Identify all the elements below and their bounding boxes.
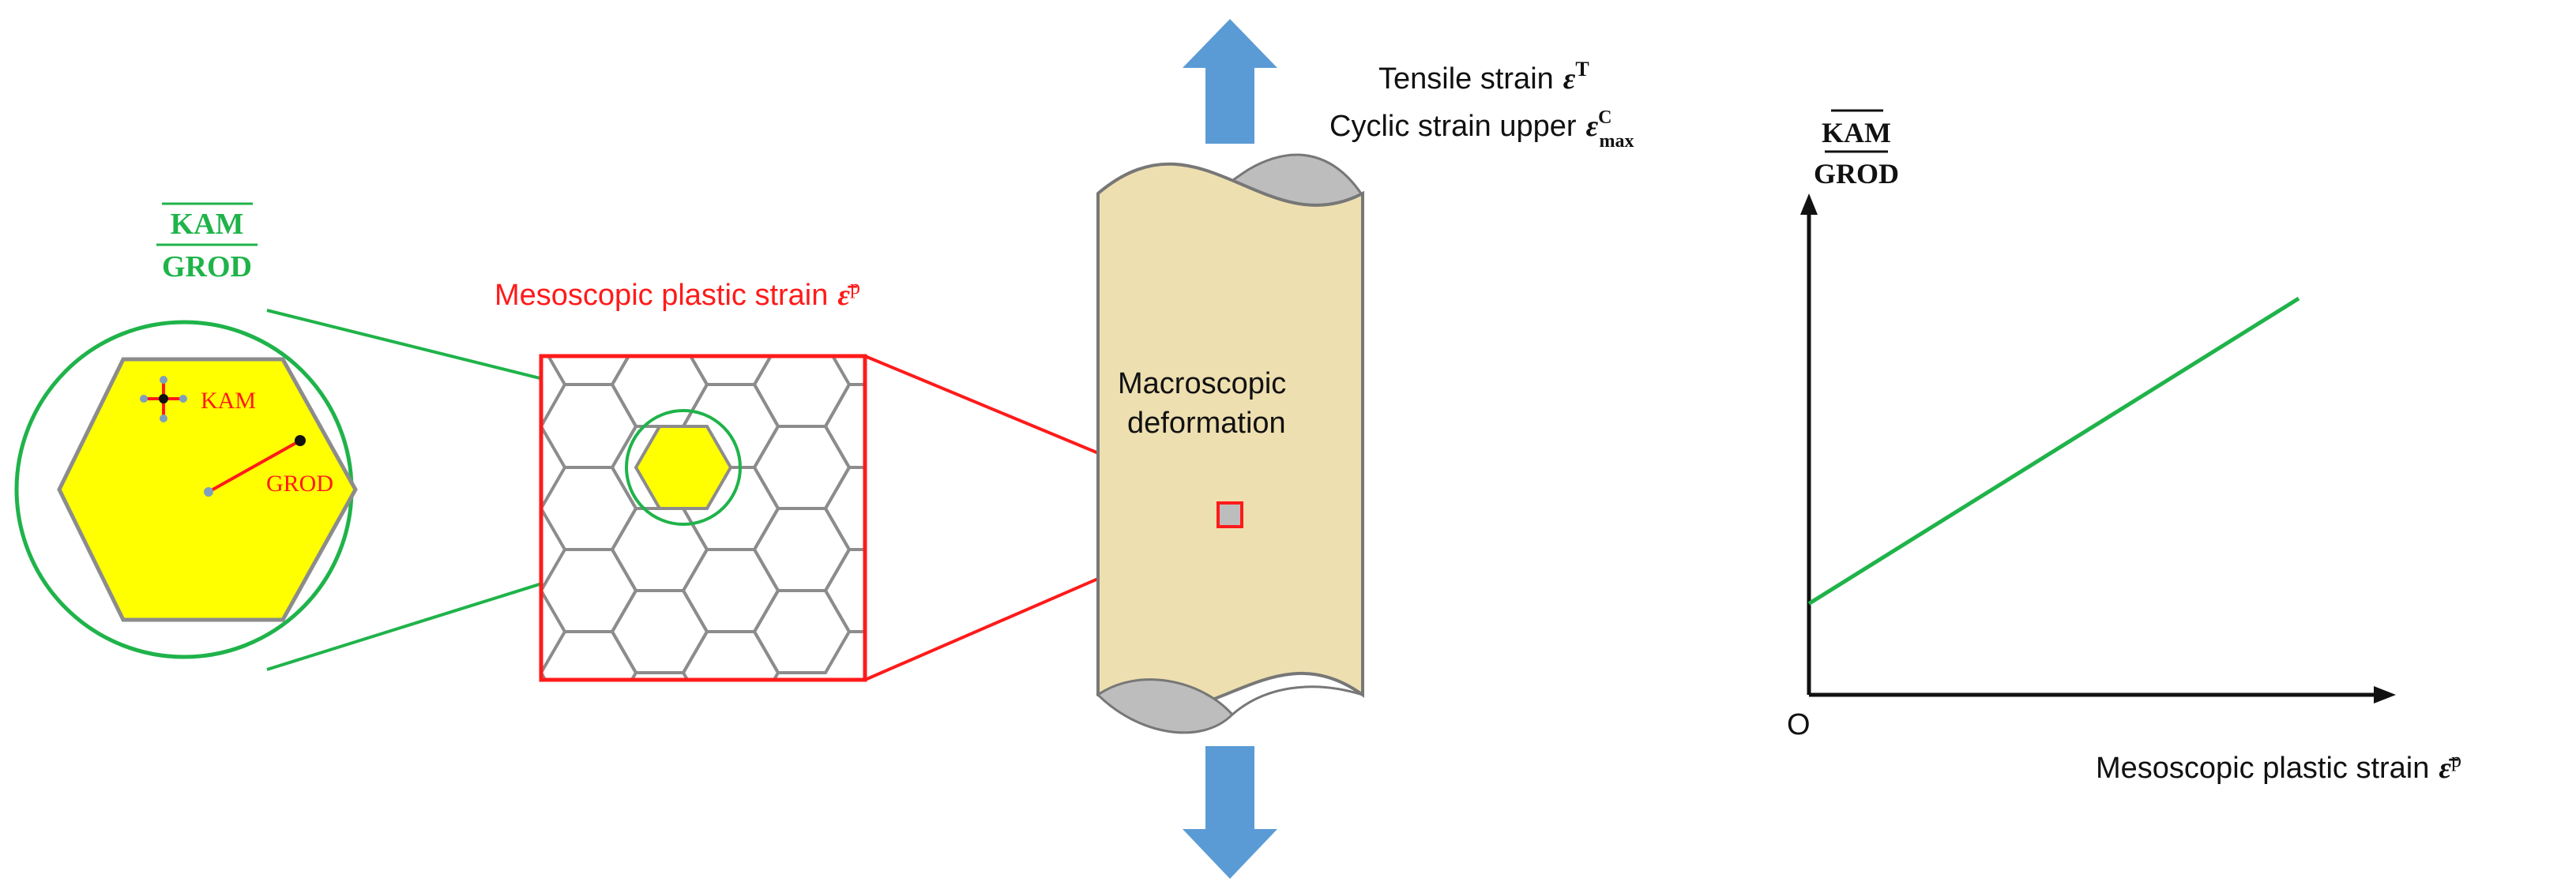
graph-ylabel-denominator: GROD	[1814, 158, 1899, 189]
arrow-down-icon	[1183, 746, 1277, 879]
specimen-sample-point	[1217, 501, 1243, 528]
kam-marker	[140, 376, 187, 422]
kam-label: KAM	[201, 388, 256, 414]
ratio-numerator-left: KAM	[171, 208, 244, 241]
macroscopic-label-line1: Macroscopic	[1118, 367, 1286, 400]
ratio-denominator-left: GROD	[162, 250, 252, 283]
graph-trend-line	[1807, 296, 2300, 606]
ratio-label-left: KAM GROD	[156, 202, 258, 283]
highlighted-grain-circle	[625, 409, 742, 526]
graph-ylabel-numerator: KAM	[1822, 117, 1891, 148]
highlighted-grain	[634, 425, 733, 510]
macroscopic-label-line2: deformation	[1127, 407, 1286, 440]
graph-y-axis-arrow-icon	[1800, 193, 1818, 215]
graph-x-axis-arrow-icon	[2374, 686, 2396, 704]
graph-origin-label: O	[1787, 708, 1811, 741]
polycrystal-box-frame	[539, 354, 867, 682]
grod-label: GROD	[266, 471, 333, 497]
grod-marker	[204, 435, 306, 497]
arrow-up-icon	[1183, 19, 1277, 144]
graph-y-label: KAM GROD	[1814, 109, 1899, 189]
grain-magnification: KAM GROD KAM GROD	[14, 202, 712, 671]
